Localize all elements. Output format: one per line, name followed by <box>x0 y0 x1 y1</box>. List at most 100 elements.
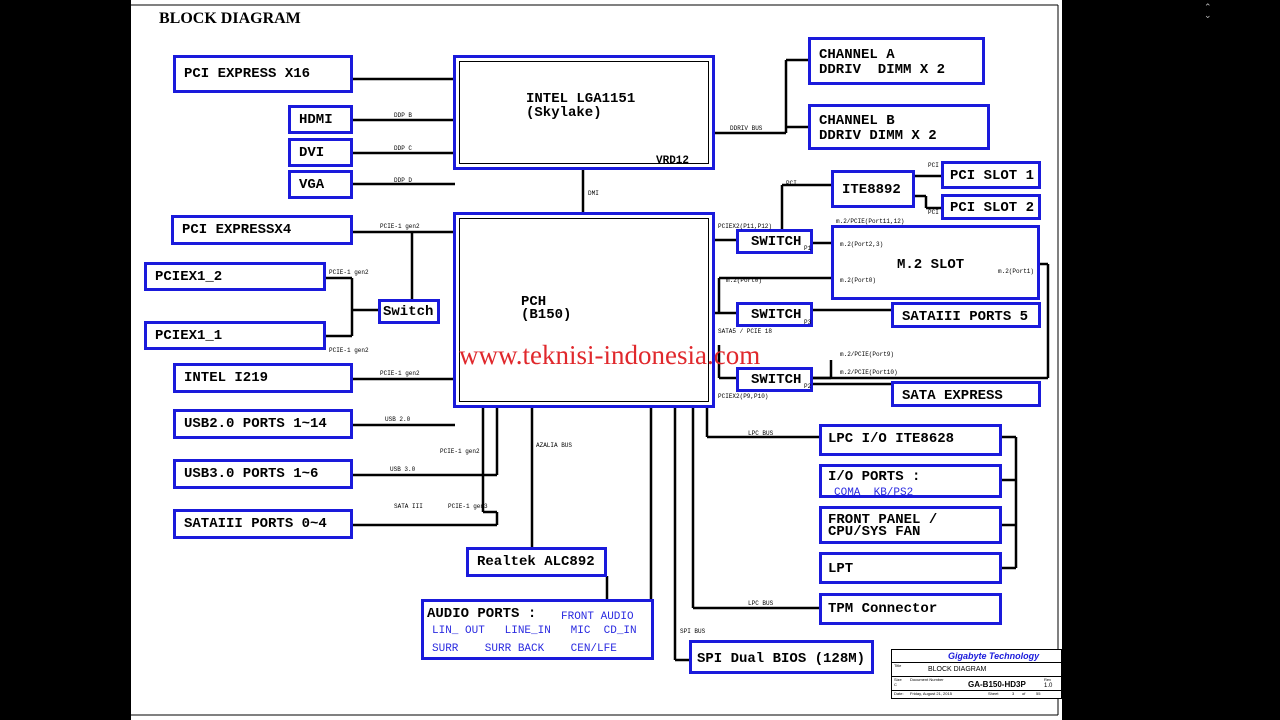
label-lpc-bus-1: LPC BUS <box>748 430 774 437</box>
channel-b-dimm: DDRIV DIMM X 2 <box>819 128 937 144</box>
label-pci-slot2: PCI <box>928 209 939 216</box>
audio-ports-box: AUDIO PORTS : FRONT AUDIO LIN_ OUT LINE_… <box>421 599 654 660</box>
hdmi-box: HDMI <box>288 105 353 134</box>
label-p2: P2 <box>804 383 812 390</box>
label-p3: P3 <box>804 319 812 326</box>
label-pci-slot1: PCI <box>928 162 939 169</box>
docnum-label: Document Number <box>910 677 944 682</box>
channel-a-box: CHANNEL A DDRIV DIMM X 2 <box>808 37 985 85</box>
label-m2-port0a: m.2(Port0) <box>726 277 763 284</box>
audio-ports-title: AUDIO PORTS : <box>427 606 537 622</box>
label-m2-port0b: m.2(Port0) <box>840 277 877 284</box>
channel-b-box: CHANNEL B DDRIV DIMM X 2 <box>808 104 990 150</box>
realtek-box: Realtek ALC892 <box>466 547 607 577</box>
document-number: GA-B150-HD3P <box>968 680 1026 689</box>
front-panel-line2: CPU/SYS FAN <box>828 524 921 540</box>
rev-label: Rev <box>1044 677 1052 682</box>
pcie-x4-box: PCI EXPRESSX4 <box>171 215 353 245</box>
diagram-title: BLOCK DIAGRAM <box>159 10 301 27</box>
size-label: Size <box>894 677 902 682</box>
channel-a-name: CHANNEL A <box>819 47 895 63</box>
pci-slot2-box: PCI SLOT 2 <box>941 194 1041 220</box>
sheet-number: 3 <box>1012 691 1015 696</box>
switch3-box: SWITCH <box>736 367 813 392</box>
label-dmi: DMI <box>588 190 599 197</box>
label-pciex2-p11: PCIEX2(P11,P12) <box>718 223 773 230</box>
audio-row1: LIN_ OUT LINE_IN MIC CD_IN <box>432 625 637 637</box>
label-m2-port23: m.2(Port2,3) <box>840 241 884 248</box>
vga-box: VGA <box>288 170 353 199</box>
m2-slot-label: M.2 SLOT <box>897 257 965 273</box>
io-ports-label: I/O PORTS : <box>828 469 921 485</box>
switch-left-box: Switch <box>378 299 440 324</box>
usb2-box: USB2.0 PORTS 1~14 <box>173 409 353 439</box>
label-pci-top: PCI <box>786 180 797 187</box>
sheet-title: BLOCK DIAGRAM <box>928 666 987 673</box>
sata-express-box: SATA EXPRESS <box>891 381 1041 407</box>
rev-value: 1.0 <box>1044 683 1053 689</box>
pch-box: PCH (B150) <box>453 212 715 408</box>
cpu-name: INTEL LGA1151 <box>526 91 636 107</box>
label-spi-bus: SPI BUS <box>680 628 706 635</box>
front-panel-box: FRONT PANEL / CPU/SYS FAN <box>819 506 1002 544</box>
label-ddp-c: DDP C <box>394 145 413 152</box>
ite8892-box: ITE8892 <box>831 170 915 208</box>
cpu-vrd: VRD12 <box>656 155 690 167</box>
sheet-total: 55 <box>1036 691 1041 696</box>
sata5-box: SATAIII PORTS 5 <box>891 302 1041 328</box>
label-p1: P1 <box>804 245 812 252</box>
label-usb20: USB 2.0 <box>385 416 411 423</box>
label-pcie-gen2-x1-1: PCIE-1 gen2 <box>329 347 369 354</box>
audio-front: FRONT AUDIO <box>561 611 634 623</box>
cpu-codename: (Skylake) <box>526 105 602 121</box>
label-pcie-gen2-usb3: PCIE-1 gen2 <box>440 448 480 455</box>
date-value: Friday, August 21, 2015 <box>910 691 952 696</box>
label-m2-port10: m.2/PCIE(Port10) <box>840 369 898 376</box>
label-usb30: USB 3.0 <box>390 466 416 473</box>
size-value: C <box>894 682 897 687</box>
label-m2-port1: m.2(Port1) <box>998 268 1035 275</box>
sheet-label: Sheet <box>988 691 999 696</box>
audio-row2: SURR SURR BACK CEN/LFE <box>432 643 617 655</box>
watermark: www.teknisi-indonesia.com <box>459 340 761 370</box>
spi-bios-box: SPI Dual BIOS (128M) <box>689 640 874 674</box>
pci-slot1-box: PCI SLOT 1 <box>941 161 1041 189</box>
pch-model: (B150) <box>521 307 572 323</box>
switch2-box: SWITCH <box>736 302 813 327</box>
label-ddriv-bus: DDRIV BUS <box>730 125 763 132</box>
of-label: of <box>1022 691 1026 696</box>
m2-slot-box: M.2 SLOT <box>831 225 1040 300</box>
schematic-sheet: BLOCK DIAGRAM INTEL LGA1151 (Skylake) VR… <box>131 0 1062 720</box>
cpu-box: INTEL LGA1151 (Skylake) VRD12 <box>453 55 715 170</box>
date-label: Date: <box>894 691 904 696</box>
tpm-box: TPM Connector <box>819 593 1002 625</box>
lpt-box: LPT <box>819 552 1002 584</box>
title-block: Gigabyte Technology Title BLOCK DIAGRAM … <box>891 649 1062 699</box>
label-pcie-gen2-i219: PCIE-1 gen2 <box>380 370 420 377</box>
label-azalia-bus: AZALIA BUS <box>536 442 573 449</box>
label-ddp-d: DDP D <box>394 177 413 184</box>
label-pcie-gen2-x1-2: PCIE-1 gen2 <box>329 269 369 276</box>
label-sata3: SATA III <box>394 503 423 510</box>
intel-i219-box: INTEL I219 <box>173 363 353 393</box>
title-label: Title <box>894 663 902 668</box>
expand-icon[interactable]: ⌃⌄ <box>1204 3 1212 21</box>
channel-b-name: CHANNEL B <box>819 113 895 129</box>
pch-name: PCH <box>521 294 547 310</box>
wire-layer <box>131 4 1059 716</box>
label-pcie-gen3: PCIE-1 gen3 <box>448 503 488 510</box>
label-lpc-bus-2: LPC BUS <box>748 600 774 607</box>
label-pcie-gen2-x4: PCIE-1 gen2 <box>380 223 420 230</box>
sata04-box: SATAIII PORTS 0~4 <box>173 509 353 539</box>
dvi-box: DVI <box>288 138 353 167</box>
switch1-box: SWITCH <box>736 229 813 254</box>
pcie-x16-box: PCI EXPRESS X16 <box>173 55 353 93</box>
company-name: Gigabyte Technology <box>948 651 1040 661</box>
label-pciex2-p9: PCIEX2(P9,P10) <box>718 393 769 400</box>
pciex1-1-box: PCIEX1_1 <box>144 321 326 350</box>
lpc-io-box: LPC I/O ITE8628 <box>819 424 1002 456</box>
label-ddp-b: DDP B <box>394 112 413 119</box>
label-sata5-pcie18: SATA5 / PCIE 18 <box>718 328 773 335</box>
io-ports-sub: COMA KB/PS2 <box>834 487 914 499</box>
pciex1-2-box: PCIEX1_2 <box>144 262 326 291</box>
